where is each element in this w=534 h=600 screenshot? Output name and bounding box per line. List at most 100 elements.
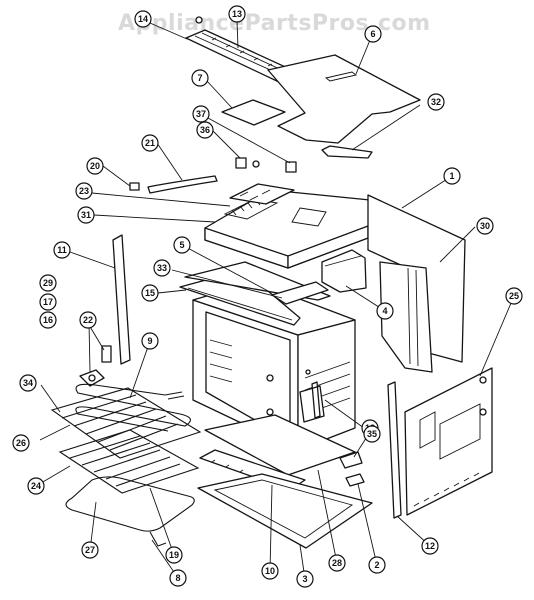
callout-35: 35 bbox=[363, 425, 381, 443]
part-rack-support bbox=[299, 381, 325, 423]
callout-21: 21 bbox=[141, 134, 159, 152]
callout-4: 4 bbox=[376, 302, 394, 320]
callout-9: 9 bbox=[141, 332, 159, 350]
callout-16: 16 bbox=[39, 311, 57, 329]
svg-text:10: 10 bbox=[265, 566, 275, 576]
part-control-housing bbox=[204, 183, 371, 269]
svg-text:9: 9 bbox=[147, 336, 152, 346]
part-connector bbox=[129, 182, 140, 191]
callout-33: 33 bbox=[153, 259, 171, 277]
callout-17: 17 bbox=[39, 293, 57, 311]
svg-text:29: 29 bbox=[43, 278, 53, 288]
svg-text:21: 21 bbox=[145, 138, 155, 148]
callout-7: 7 bbox=[191, 69, 209, 87]
svg-text:24: 24 bbox=[31, 481, 41, 491]
svg-text:5: 5 bbox=[179, 240, 184, 250]
part-switch-a bbox=[235, 157, 247, 169]
svg-text:28: 28 bbox=[332, 558, 342, 568]
callout-29: 29 bbox=[39, 274, 57, 292]
svg-text:7: 7 bbox=[197, 73, 202, 83]
callout-12: 12 bbox=[421, 537, 439, 555]
svg-text:4: 4 bbox=[382, 306, 387, 316]
part-broil-element bbox=[75, 383, 191, 432]
callout-25: 25 bbox=[505, 287, 523, 305]
svg-text:17: 17 bbox=[43, 297, 53, 307]
part-oven-rack-upper bbox=[50, 387, 202, 459]
svg-text:13: 13 bbox=[232, 9, 242, 19]
svg-text:37: 37 bbox=[196, 109, 206, 119]
part-small-bracket bbox=[345, 473, 365, 487]
part-thermostat bbox=[101, 345, 112, 363]
callout-10: 10 bbox=[261, 562, 279, 580]
svg-text:8: 8 bbox=[175, 573, 180, 583]
part-bake-element bbox=[65, 476, 195, 532]
callout-5: 5 bbox=[173, 236, 191, 254]
callout-2: 2 bbox=[368, 556, 386, 574]
part-sensor bbox=[79, 369, 105, 387]
svg-text:1: 1 bbox=[449, 171, 454, 181]
callout-8: 8 bbox=[169, 569, 187, 587]
part-side-trim bbox=[112, 234, 131, 365]
part-rear-trim bbox=[387, 381, 402, 519]
callout-32: 32 bbox=[427, 93, 445, 111]
callout-15: 15 bbox=[141, 284, 159, 302]
svg-text:32: 32 bbox=[431, 97, 441, 107]
callout-14: 14 bbox=[134, 10, 152, 28]
callout-6: 6 bbox=[364, 25, 382, 43]
part-oven-rack-lower bbox=[58, 429, 200, 494]
svg-text:6: 6 bbox=[370, 29, 375, 39]
callout-22: 22 bbox=[79, 311, 97, 329]
svg-text:19: 19 bbox=[169, 550, 179, 560]
callout-3: 3 bbox=[296, 570, 314, 588]
svg-text:27: 27 bbox=[85, 545, 95, 555]
callout-13: 13 bbox=[228, 5, 246, 23]
svg-text:22: 22 bbox=[83, 315, 93, 325]
svg-text:36: 36 bbox=[200, 125, 210, 135]
part-insulation-pad bbox=[221, 99, 286, 126]
svg-text:12: 12 bbox=[425, 541, 435, 551]
callout-19: 19 bbox=[165, 546, 183, 564]
svg-text:3: 3 bbox=[302, 574, 307, 584]
callout-1: 1 bbox=[443, 167, 461, 185]
svg-text:34: 34 bbox=[23, 378, 33, 388]
watermark-text: AppliancePartsPros.com bbox=[118, 11, 431, 36]
part-air-duct bbox=[271, 281, 329, 305]
svg-text:26: 26 bbox=[16, 438, 26, 448]
svg-text:30: 30 bbox=[480, 221, 490, 231]
part-switch-b bbox=[285, 161, 297, 173]
svg-text:20: 20 bbox=[90, 161, 100, 171]
svg-text:23: 23 bbox=[79, 186, 89, 196]
screw-icon bbox=[195, 16, 203, 24]
part-hinge-bracket bbox=[339, 451, 363, 469]
callout-28: 28 bbox=[328, 554, 346, 572]
callout-24: 24 bbox=[27, 477, 45, 495]
part-side-insulation bbox=[379, 261, 433, 373]
part-bracket bbox=[321, 145, 373, 159]
svg-text:25: 25 bbox=[509, 291, 519, 301]
callout-31: 31 bbox=[77, 206, 95, 224]
part-blower bbox=[321, 249, 367, 293]
callout-20: 20 bbox=[86, 157, 104, 175]
svg-text:15: 15 bbox=[145, 288, 155, 298]
part-top-panel bbox=[267, 54, 421, 144]
part-wire-harness bbox=[147, 175, 218, 194]
svg-text:31: 31 bbox=[81, 210, 91, 220]
callout-11: 11 bbox=[53, 241, 71, 259]
callout-23: 23 bbox=[75, 182, 93, 200]
callout-30: 30 bbox=[476, 217, 494, 235]
callout-26: 26 bbox=[12, 434, 30, 452]
part-rear-panel bbox=[404, 367, 493, 516]
part-bottom-panel bbox=[197, 473, 373, 549]
callout-27: 27 bbox=[81, 541, 99, 559]
svg-text:14: 14 bbox=[138, 14, 148, 24]
svg-text:33: 33 bbox=[157, 263, 167, 273]
callout-37: 37 bbox=[192, 105, 210, 123]
leader-lines bbox=[35, 19, 515, 580]
callout-36: 36 bbox=[196, 121, 214, 139]
svg-text:11: 11 bbox=[57, 245, 67, 255]
callout-34: 34 bbox=[19, 374, 37, 392]
svg-text:35: 35 bbox=[367, 429, 377, 439]
svg-text:16: 16 bbox=[43, 315, 53, 325]
part-bottom-tray bbox=[204, 414, 356, 476]
